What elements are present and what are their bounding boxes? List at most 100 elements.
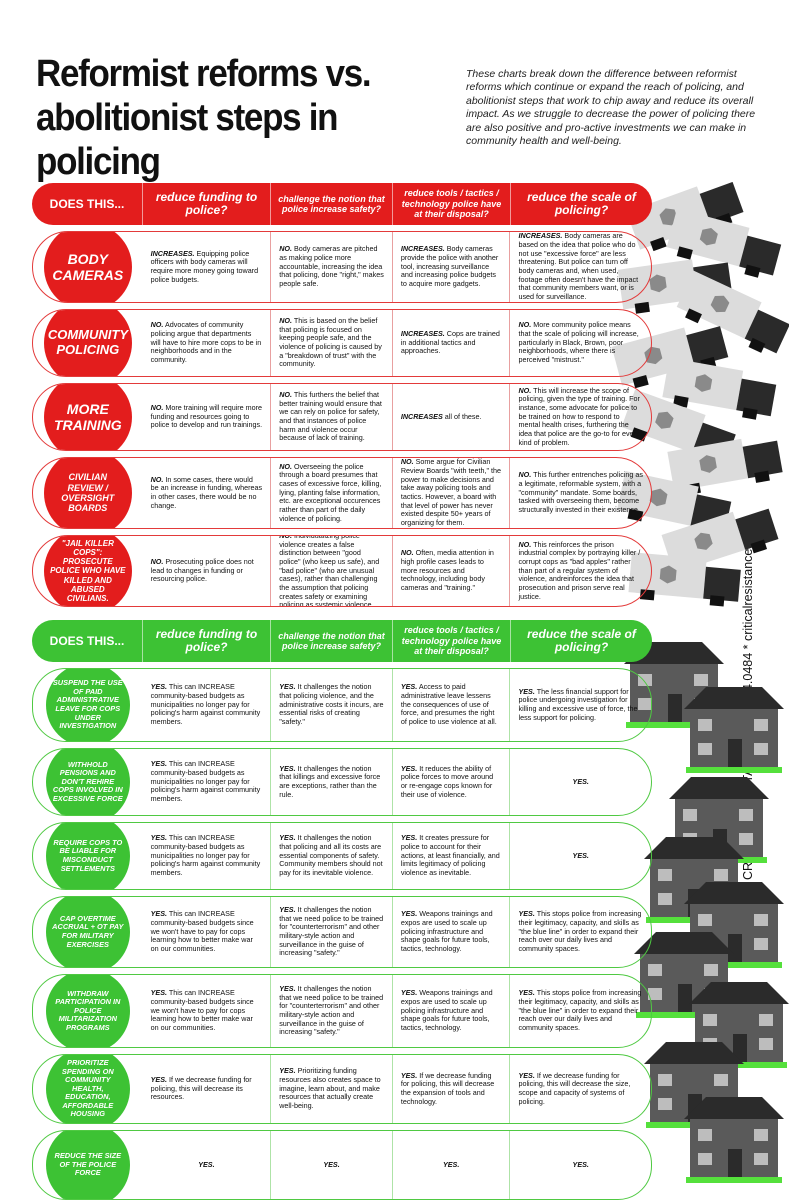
abolitionist-row: REDUCE THE SIZE OF THE POLICE FORCE YES. Y…: [32, 1130, 652, 1200]
answer-cell: NO. Overseeing the police through a boar…: [270, 458, 392, 528]
answer-verdict: YES.: [518, 686, 535, 696]
reformist-row: COMMUNITY POLICING NO. Advocates of commu…: [32, 309, 652, 377]
answer-verdict: INCREASES.: [400, 328, 445, 338]
answer-explanation: This will increase the scope of policing…: [518, 385, 640, 447]
answer-explanation: If we decrease funding for policing, thi…: [400, 1070, 495, 1106]
answer-text: YES. This can INCREASE community-based b…: [150, 909, 263, 954]
answer-verdict: YES.: [572, 776, 589, 786]
abolitionist-header: DOES THIS... reduce funding to police? c…: [32, 620, 652, 662]
answer-explanation: Equipping police officers with body came…: [150, 248, 259, 284]
header-reduce-scale: reduce the scale of policing?: [510, 620, 652, 662]
answer-cell: NO. This further entrenches policing as …: [509, 458, 651, 528]
answer-cell: NO. Often, media attention in high profi…: [391, 536, 510, 606]
answer-text: NO. More community police means that the…: [518, 320, 643, 365]
answer-text: NO. This furthers the belief that better…: [279, 389, 384, 443]
answer-explanation: This can INCREASE community-based budget…: [150, 909, 254, 954]
answer-cell: YES. Weapons trainings and expos are use…: [391, 897, 510, 967]
answer-explanation: Body cameras are pitched as making polic…: [279, 244, 384, 289]
answer-text: INCREASES. Body cameras are based on the…: [518, 232, 643, 302]
answer-cell: YES. The less financial support for poli…: [509, 669, 651, 741]
answer-text: YES.: [198, 1160, 214, 1170]
answer-text: INCREASES. Cops are trained in additiona…: [400, 328, 502, 356]
answer-cell: INCREASES. Body cameras are based on the…: [509, 232, 651, 302]
answer-explanation: If we decrease funding for policing, thi…: [518, 1070, 631, 1106]
answer-explanation: This can INCREASE community-based budget…: [150, 759, 261, 804]
answer-explanation: Cops are trained in additional tactics a…: [400, 328, 500, 356]
answer-text: YES. Weapons trainings and expos are use…: [400, 909, 502, 954]
answer-explanation: Weapons trainings and expos are used to …: [400, 909, 493, 954]
header-reduce-tools: reduce tools / tactics / technology poli…: [392, 183, 510, 225]
answer-cell: YES. This stops police from increasing t…: [509, 975, 651, 1047]
truck-shape: [666, 208, 782, 278]
answer-text: YES. It challenges the notion that we ne…: [279, 904, 384, 958]
answer-verdict: INCREASES.: [518, 231, 563, 241]
answer-text: YES. Prioritizing funding resources also…: [279, 1066, 384, 1111]
answer-cell: INCREASES. Body cameras provide the poli…: [391, 232, 510, 302]
answer-text: YES. This stops police from increasing t…: [518, 988, 643, 1033]
answer-cell: YES. It creates pressure for police to a…: [391, 823, 510, 889]
answer-cell: YES. If we decrease funding for policing…: [143, 1055, 271, 1123]
answer-explanation: This stops police from increasing their …: [518, 988, 642, 1033]
answer-explanation: More community police means that the sca…: [518, 320, 639, 365]
answer-verdict: YES.: [400, 1070, 418, 1080]
answer-cell: YES. If we decrease funding for policing…: [391, 1055, 510, 1123]
row-label: REQUIRE COPS TO BE LIABLE FOR MISCONDUCT…: [33, 823, 143, 889]
answer-text: YES. It challenges the notion that polic…: [279, 682, 384, 727]
answer-explanation: This is based on the belief that policin…: [279, 315, 382, 369]
answer-verdict: YES.: [279, 763, 296, 773]
answer-explanation: It challenges the notion that we need po…: [279, 904, 384, 958]
answer-explanation: This can INCREASE community-based budget…: [150, 988, 254, 1033]
answer-text: YES. If we decrease funding for policing…: [400, 1070, 502, 1107]
truck-shape: [676, 270, 789, 354]
answer-explanation: This furthers the belief that better tra…: [279, 389, 382, 443]
answer-explanation: Individualizing police violence creates …: [279, 535, 380, 607]
answer-text: YES. If we decrease funding for policing…: [518, 1070, 643, 1107]
row-label-text: PRIORITIZE SPENDING ON COMMUNITY HEALTH,…: [45, 1055, 130, 1123]
answer-explanation: The less financial support for police un…: [518, 686, 638, 722]
answer-cell: NO. Individualizing police violence crea…: [270, 536, 392, 606]
answer-verdict: YES.: [400, 833, 418, 843]
answer-explanation: It challenges the notion that we need po…: [279, 983, 384, 1037]
answer-verdict: NO.: [150, 402, 164, 412]
row-label: CAP OVERTIME ACCRUAL + OT PAY FOR MILITA…: [33, 897, 143, 967]
answer-cell: NO. This furthers the belief that better…: [270, 384, 392, 450]
answer-verdict: YES.: [279, 983, 296, 993]
answer-verdict: NO.: [518, 385, 532, 395]
answer-explanation: If we decrease funding for policing, thi…: [150, 1074, 252, 1102]
row-label: COMMUNITY POLICING: [33, 310, 143, 376]
answer-verdict: YES.: [323, 1159, 340, 1169]
answer-cell: YES. It challenges the notion that we ne…: [270, 975, 392, 1047]
answer-cell: YES. It challenges the notion that killi…: [270, 749, 392, 815]
row-label-text: SUSPEND THE USE OF PAID ADMINISTRATIVE L…: [45, 669, 130, 741]
answer-verdict: YES.: [279, 1066, 296, 1076]
answer-explanation: Advocates of community policing argue th…: [150, 320, 262, 365]
answer-explanation: In some cases, there would be an increas…: [150, 474, 263, 510]
row-label: PRIORITIZE SPENDING ON COMMUNITY HEALTH,…: [33, 1055, 143, 1123]
answer-cell: YES. This can INCREASE community-based b…: [143, 749, 271, 815]
row-label: WITHHOLD PENSIONS AND DON'T REHIRE COPS …: [33, 749, 143, 815]
answer-text: YES. This can INCREASE community-based b…: [151, 682, 263, 727]
answer-cell: YES.: [509, 823, 651, 889]
abolitionist-row: CAP OVERTIME ACCRUAL + OT PAY FOR MILITA…: [32, 896, 652, 968]
page-title: Reformist reforms vs. abolitionist steps…: [36, 53, 372, 183]
house-shape: [684, 1097, 784, 1183]
answer-verdict: NO.: [400, 457, 414, 467]
header-does-this: DOES THIS...: [49, 634, 125, 648]
reformist-table: DOES THIS... reduce funding to police? c…: [32, 183, 652, 607]
answer-text: NO. Prosecuting police does not lead to …: [151, 557, 263, 584]
answer-verdict: NO.: [279, 315, 292, 325]
answer-text: YES. This can INCREASE community-based b…: [151, 833, 263, 878]
answer-explanation: It creates pressure for police to accoun…: [400, 833, 500, 878]
answer-explanation: Overseeing the police through a board pr…: [279, 461, 382, 523]
row-label: MORE TRAINING: [33, 384, 143, 450]
row-label: CIVILIAN REVIEW / OVERSIGHT BOARDS: [33, 458, 143, 528]
answer-verdict: YES.: [400, 988, 418, 998]
answer-explanation: It challenges the notion that killings a…: [279, 763, 381, 799]
abolitionist-row: WITHDRAW PARTICIPATION IN POLICE MILITAR…: [32, 974, 652, 1048]
row-label: REDUCE THE SIZE OF THE POLICE FORCE: [33, 1131, 143, 1199]
answer-explanation: This further entrenches policing as a le…: [518, 470, 643, 515]
answer-verdict: NO.: [279, 535, 292, 540]
answer-verdict: NO.: [150, 474, 164, 484]
row-label: SUSPEND THE USE OF PAID ADMINISTRATIVE L…: [33, 669, 143, 741]
